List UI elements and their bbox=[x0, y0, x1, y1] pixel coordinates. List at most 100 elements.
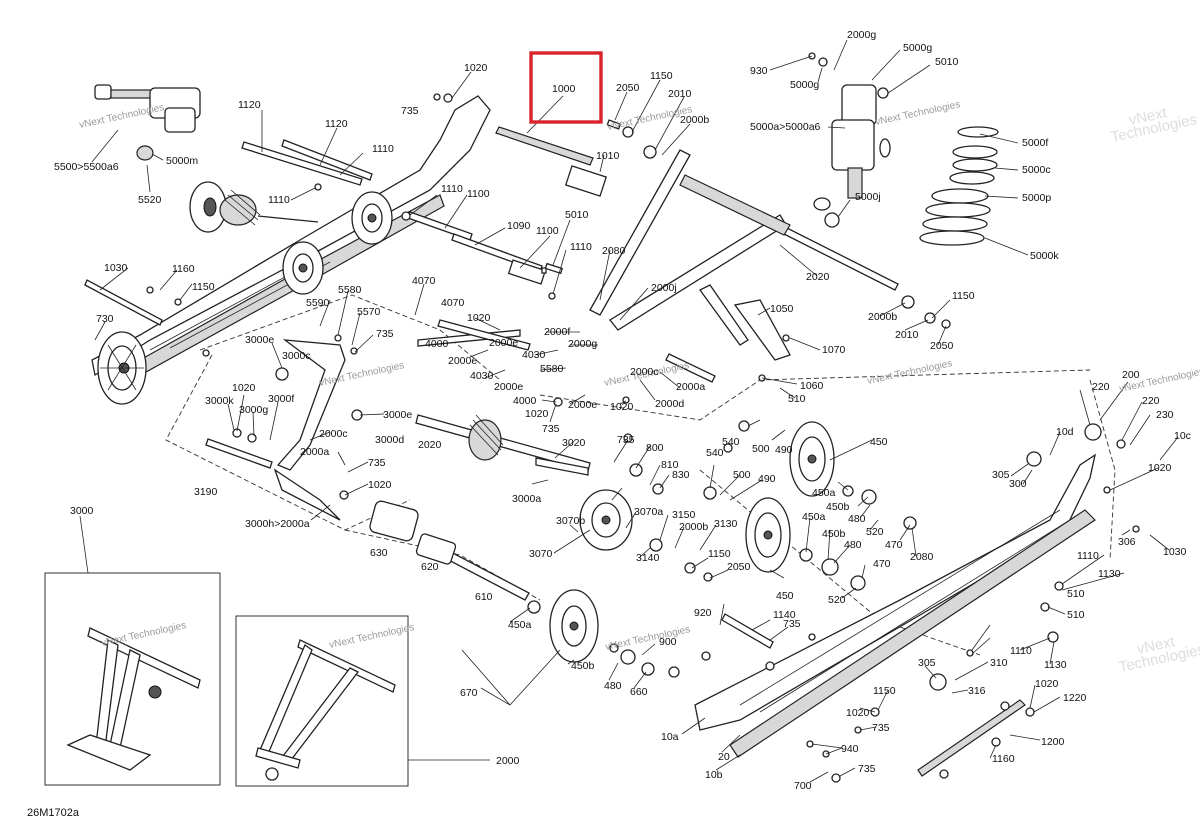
part-label[interactable]: 5000f bbox=[1022, 137, 1048, 149]
part-label[interactable]: 2000 bbox=[496, 755, 520, 767]
part-label[interactable]: 700 bbox=[794, 780, 812, 792]
part-label[interactable]: 3070b bbox=[556, 515, 585, 527]
part-label[interactable]: 3000g bbox=[239, 404, 268, 416]
part-label[interactable]: 4000 bbox=[513, 395, 537, 407]
part-label[interactable]: 310 bbox=[990, 657, 1008, 669]
part-label[interactable]: 3000c bbox=[282, 350, 311, 362]
part-label[interactable]: 5000k bbox=[1030, 250, 1059, 262]
part-label[interactable]: 5000p bbox=[1022, 192, 1051, 204]
part-label[interactable]: 3140 bbox=[636, 552, 660, 564]
part-label[interactable]: 1020 bbox=[467, 312, 491, 324]
part-label[interactable]: 1000 bbox=[552, 83, 576, 95]
part-label[interactable]: 2000b bbox=[680, 114, 709, 126]
part-label[interactable]: 5000m bbox=[166, 155, 198, 167]
part-label[interactable]: 5520 bbox=[138, 194, 162, 206]
part-label[interactable]: 3000h>2000a bbox=[245, 518, 310, 530]
part-label[interactable]: 200 bbox=[1122, 369, 1140, 381]
part-label[interactable]: 5580 bbox=[540, 363, 564, 375]
part-label[interactable]: 2000c bbox=[319, 428, 348, 440]
part-label[interactable]: 735 bbox=[368, 457, 386, 469]
part-label[interactable]: 540 bbox=[706, 447, 724, 459]
part-label[interactable]: 2000g bbox=[847, 29, 876, 41]
part-label[interactable]: 2050 bbox=[930, 340, 954, 352]
part-label[interactable]: 5000c bbox=[1022, 164, 1051, 176]
part-label[interactable]: 450b bbox=[822, 528, 846, 540]
part-label[interactable]: 2000b bbox=[868, 311, 897, 323]
part-label[interactable]: 1110 bbox=[372, 143, 394, 155]
part-label[interactable]: 450a bbox=[508, 619, 532, 631]
part-label[interactable]: 5590 bbox=[306, 297, 330, 309]
part-label[interactable]: 306 bbox=[1118, 536, 1136, 548]
part-label[interactable]: 1010 bbox=[596, 150, 620, 162]
part-label[interactable]: 1030 bbox=[1163, 546, 1187, 558]
part-label[interactable]: 510 bbox=[1067, 588, 1085, 600]
part-label[interactable]: 3000k bbox=[205, 395, 234, 407]
part-label[interactable]: 2000d bbox=[655, 398, 684, 410]
part-label[interactable]: 1130 bbox=[1098, 568, 1121, 580]
part-label[interactable]: 450 bbox=[776, 590, 794, 602]
part-label[interactable]: 670 bbox=[460, 687, 478, 699]
part-label[interactable]: 5010 bbox=[565, 209, 589, 221]
part-label[interactable]: 2020 bbox=[418, 439, 442, 451]
part-label[interactable]: 1150 bbox=[650, 70, 673, 82]
part-label[interactable]: 5570 bbox=[357, 306, 381, 318]
part-label[interactable]: 10b bbox=[705, 769, 723, 781]
part-label[interactable]: 3150 bbox=[672, 509, 696, 521]
part-label[interactable]: 3000a bbox=[512, 493, 541, 505]
part-label[interactable]: 450 bbox=[870, 436, 888, 448]
part-label[interactable]: 1020 bbox=[610, 401, 634, 413]
part-label[interactable]: 450a bbox=[802, 511, 826, 523]
part-label[interactable]: 1020 bbox=[846, 707, 870, 719]
part-label[interactable]: 3000e bbox=[245, 334, 274, 346]
part-label[interactable]: 2000e bbox=[489, 337, 518, 349]
part-label[interactable]: 10a bbox=[661, 731, 679, 743]
part-label[interactable]: 520 bbox=[828, 594, 846, 606]
part-label[interactable]: 3070a bbox=[634, 506, 663, 518]
part-label[interactable]: 2010 bbox=[668, 88, 692, 100]
part-label[interactable]: 1020 bbox=[1148, 462, 1172, 474]
part-label[interactable]: 220 bbox=[1142, 395, 1160, 407]
part-label[interactable]: 630 bbox=[370, 547, 388, 559]
part-label[interactable]: 480 bbox=[848, 513, 866, 525]
part-label[interactable]: 920 bbox=[694, 607, 712, 619]
part-label[interactable]: 1110 bbox=[1077, 550, 1099, 562]
part-label[interactable]: 5000g bbox=[903, 42, 932, 54]
part-label[interactable]: 490 bbox=[775, 444, 793, 456]
part-label[interactable]: 2000b bbox=[679, 521, 708, 533]
part-label[interactable]: 3000 bbox=[70, 505, 94, 517]
part-label[interactable]: 10c bbox=[1174, 430, 1191, 442]
part-label[interactable]: 490 bbox=[758, 473, 776, 485]
part-label[interactable]: 2000a bbox=[676, 381, 705, 393]
part-label[interactable]: 1110 bbox=[441, 183, 463, 195]
part-label[interactable]: 450b bbox=[826, 501, 850, 513]
part-label[interactable]: 4000 bbox=[425, 338, 449, 350]
part-label[interactable]: 1020 bbox=[1035, 678, 1059, 690]
part-label[interactable]: 500 bbox=[752, 443, 770, 455]
part-label[interactable]: 1110 bbox=[570, 241, 592, 253]
part-label[interactable]: 1150 bbox=[708, 548, 731, 560]
part-label[interactable]: 10d bbox=[1056, 426, 1074, 438]
part-label[interactable]: 2000e bbox=[448, 355, 477, 367]
part-label[interactable]: 3190 bbox=[194, 486, 218, 498]
part-label[interactable]: 2020 bbox=[806, 271, 830, 283]
part-label[interactable]: 1060 bbox=[800, 380, 824, 392]
part-label[interactable]: 220 bbox=[1092, 381, 1110, 393]
part-label[interactable]: 480 bbox=[844, 539, 862, 551]
part-label[interactable]: 900 bbox=[659, 636, 677, 648]
part-label[interactable]: 20 bbox=[718, 751, 730, 763]
part-label[interactable]: 2000e bbox=[568, 399, 597, 411]
part-label[interactable]: 1020 bbox=[525, 408, 549, 420]
part-label[interactable]: 1160 bbox=[992, 753, 1015, 765]
part-label[interactable]: 930 bbox=[750, 65, 768, 77]
part-label[interactable]: 1130 bbox=[1044, 659, 1067, 671]
part-label[interactable]: 2000g bbox=[568, 338, 597, 350]
part-label[interactable]: 735 bbox=[783, 618, 801, 630]
part-label[interactable]: 470 bbox=[885, 539, 903, 551]
part-label[interactable]: 540 bbox=[722, 436, 740, 448]
part-label[interactable]: 510 bbox=[788, 393, 806, 405]
part-label[interactable]: 5000g bbox=[790, 79, 819, 91]
part-label[interactable]: 735 bbox=[542, 423, 560, 435]
part-label[interactable]: 4030 bbox=[470, 370, 494, 382]
part-label[interactable]: 735 bbox=[617, 434, 635, 446]
part-label[interactable]: 1150 bbox=[952, 290, 975, 302]
